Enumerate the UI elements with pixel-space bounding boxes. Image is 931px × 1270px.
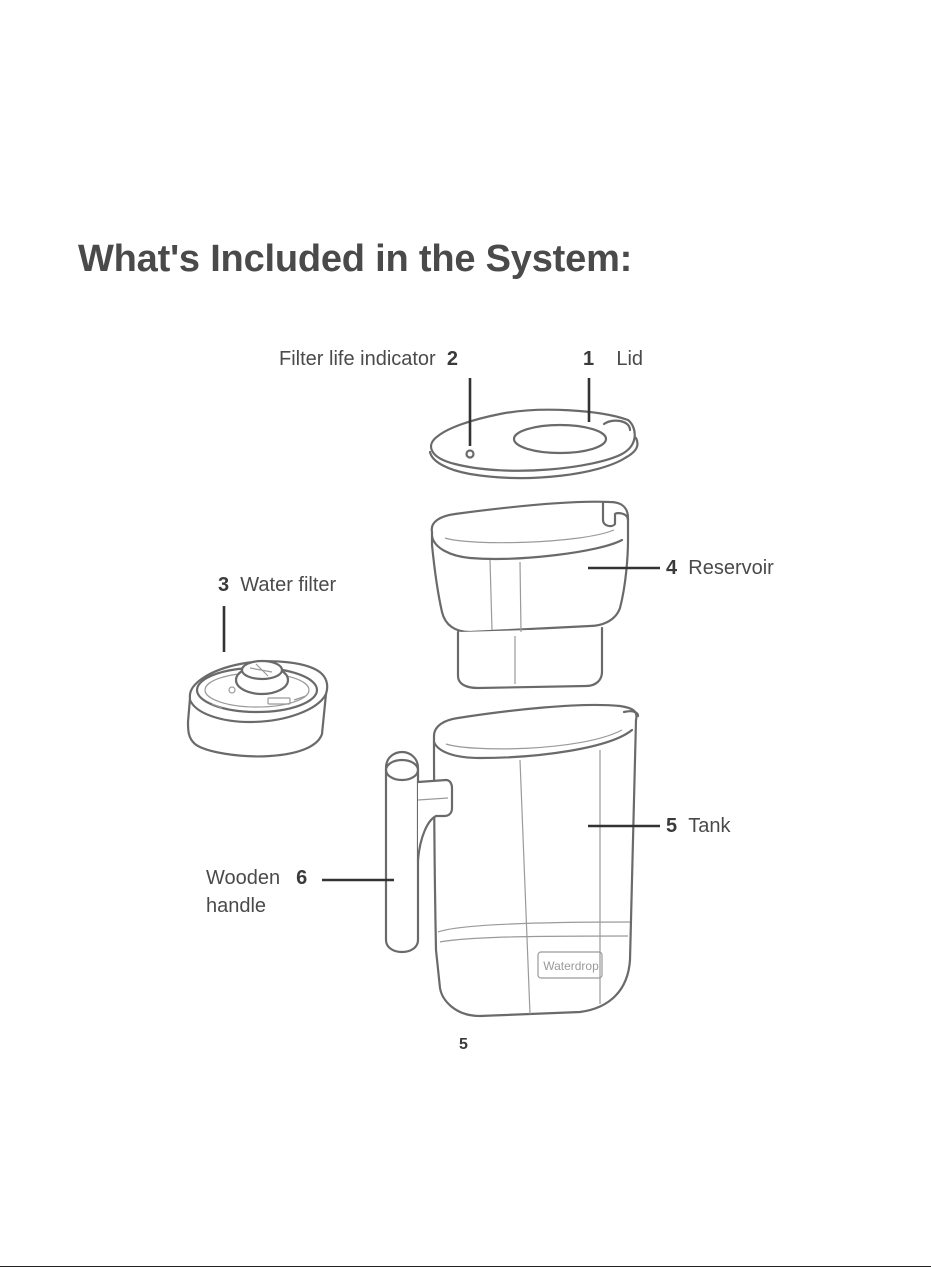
part-name: Tank: [688, 815, 730, 837]
part-name: Filter life indicator: [279, 348, 436, 370]
part-name-line2: handle: [206, 892, 307, 920]
label-water-filter: 3 Water filter: [218, 574, 336, 597]
part-number: 6: [296, 864, 307, 892]
tank-illustration: [434, 705, 638, 1016]
part-name: Water filter: [240, 574, 336, 596]
part-name: Reservoir: [688, 557, 774, 579]
part-number: 4: [666, 557, 677, 579]
lid-illustration: [430, 410, 638, 478]
part-number: 1: [583, 348, 594, 370]
part-name-line1: Wooden: [206, 864, 280, 892]
waterdrop-logo: Waterdrop: [541, 956, 601, 976]
part-number: 5: [666, 815, 677, 837]
water-filter-illustration: [188, 661, 327, 756]
label-wooden-handle: Wooden 6 handle: [206, 864, 307, 920]
label-tank: 5 Tank: [666, 815, 731, 838]
label-lid: 1 Lid: [583, 348, 643, 371]
part-number: 2: [447, 348, 458, 370]
page-bottom-rule: [0, 1266, 931, 1267]
part-name: Lid: [616, 348, 643, 370]
part-number: 3: [218, 574, 229, 596]
label-reservoir: 4 Reservoir: [666, 557, 774, 580]
label-filter-life-indicator: Filter life indicator 2: [279, 348, 458, 371]
reservoir-illustration: [432, 502, 628, 688]
page-number: 5: [459, 1036, 468, 1054]
